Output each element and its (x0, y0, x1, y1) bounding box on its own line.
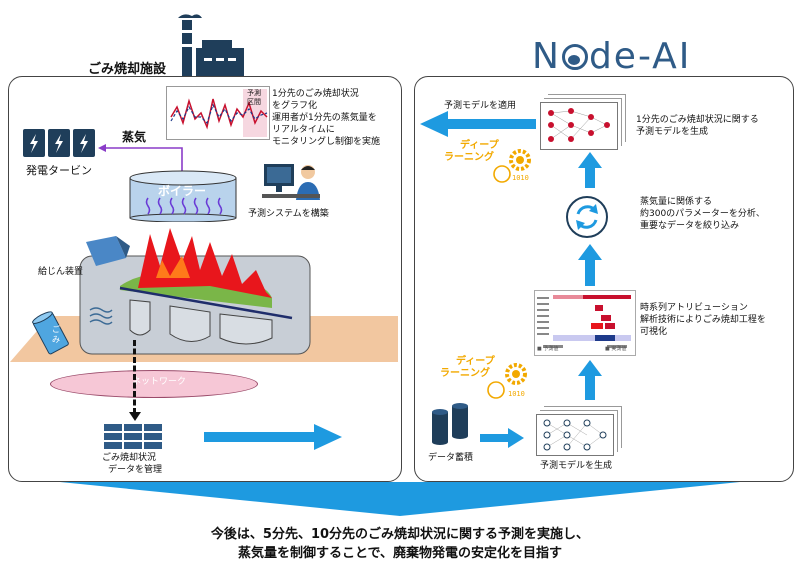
deep-learning-top-1: ディープ (460, 140, 499, 151)
management-line-2: データを管理 (108, 465, 163, 475)
graph-note: 1分先のごみ焼却状況 をグラフ化 運用者が1分先の蒸気量を リアルタイムに モニ… (272, 88, 380, 148)
facility-label: ごみ焼却施設 (88, 62, 167, 77)
deep-learning-top-2: ラーニング (444, 152, 494, 163)
up-arrow-1 (585, 166, 595, 188)
network-label: ネットワーク (132, 377, 187, 387)
params-text: 蒸気量に関係する 約300のパラメーターを分析、 重要なデータを絞り込み (640, 196, 765, 232)
brand-left: N (532, 36, 561, 77)
params-line: 蒸気量に関係する (640, 197, 713, 207)
brand-o-icon (561, 44, 588, 70)
up-arrow-1-head (578, 152, 602, 168)
waste-text-1: ご (52, 325, 60, 334)
apply-arrow (446, 119, 536, 129)
incinerator (10, 226, 398, 382)
attribution-text: 時系列アトリビューション 解析技術によりごみ焼却工程を 可視化 (640, 302, 766, 338)
up-arrow-3-head (578, 360, 602, 376)
graph-note-line: モニタリングし制御を実施 (272, 137, 381, 147)
attribution-heatmap: ■ 予測値 ■ 実測値 (534, 290, 636, 356)
model-top-text: 1分先のごみ焼却状況に関する 予測モデルを生成 (636, 114, 759, 138)
heatmap-label-2: ■ 実測値 (605, 346, 627, 352)
deep-learning-bottom-2: ラーニング (440, 368, 490, 379)
model-bottom-label: 予測モデルを生成 (540, 461, 613, 471)
boiler-label: ボイラー (158, 184, 207, 198)
network-ellipse (50, 370, 258, 398)
dashed-arrow (133, 340, 136, 414)
feeder-icon (86, 236, 130, 268)
refresh-icon (566, 196, 608, 238)
params-line: 約300のパラメーターを分析、 (640, 209, 765, 219)
summary-chevron (60, 482, 740, 516)
steam-line (98, 144, 183, 174)
prediction-graph: 予測 区間 (166, 86, 270, 140)
footer-line-2: 蒸気量を制御することで、廃棄物発電の安定化を目指す (237, 546, 563, 561)
apply-label: 予測モデルを適用 (444, 101, 517, 111)
storage-arrow (480, 434, 510, 442)
management-line-1: ごみ焼却状況 (102, 453, 157, 463)
waste-can-icon: ご み (30, 310, 70, 358)
heatmap-label-1: ■ 予測値 (537, 346, 559, 352)
model-card-top (540, 102, 618, 150)
params-line: 重要なデータを絞り込み (640, 221, 740, 231)
graph-note-line: をグラフ化 (272, 101, 318, 111)
up-arrow-2-head (578, 244, 602, 260)
storage-label: データ蓄積 (428, 453, 474, 463)
graph-note-line: リアルタイムに (272, 125, 335, 135)
graph-note-line: 運用者が1分先の蒸気量を (272, 113, 377, 123)
up-arrow-2 (585, 258, 595, 286)
attribution-line: 解析技術によりごみ焼却工程を (640, 315, 766, 325)
apply-arrow-head (420, 111, 448, 137)
database-icon (430, 402, 470, 446)
graph-legend-2: 区間 (247, 98, 261, 106)
factory-icon (172, 10, 244, 76)
footer-line-1: 今後は、5分先、10分先のごみ焼却状況に関する予測を実施し、 (210, 527, 590, 542)
storage-arrow-head (508, 428, 524, 448)
boiler: ボイラー (128, 170, 238, 223)
transfer-arrow-head (314, 424, 342, 450)
transfer-arrow (204, 432, 316, 442)
wind-icon (89, 307, 113, 325)
svg-text:1010: 1010 (508, 390, 525, 398)
deep-learning-bottom-1: ディープ (456, 356, 495, 367)
attribution-line: 可視化 (640, 327, 668, 337)
model-top-line: 1分先のごみ焼却状況に関する (636, 115, 759, 125)
model-top-line: 予測モデルを生成 (636, 127, 709, 137)
brand-right: de-AI (588, 36, 692, 77)
graph-note-line: 1分先のごみ焼却状況 (272, 89, 359, 99)
operator-icon (262, 160, 322, 204)
gear-icon: 1010 (484, 360, 538, 402)
turbine-label: 発電タービン (26, 164, 92, 177)
dashed-arrow-head (129, 412, 141, 421)
graph-legend-1: 予測 (247, 89, 261, 97)
server-icon (104, 424, 162, 450)
attribution-line: 時系列アトリビューション (640, 303, 748, 313)
waste-text-2: み (52, 335, 60, 344)
steam-label: 蒸気 (122, 130, 147, 144)
feeder-label: 給じん装置 (38, 267, 84, 277)
up-arrow-3 (585, 374, 595, 400)
model-card-bottom (536, 414, 614, 456)
svg-text:1010: 1010 (512, 174, 529, 182)
system-label: 予測システムを構築 (248, 209, 329, 219)
turbine-icon (22, 128, 96, 158)
gear-icon: 1010 (490, 146, 540, 186)
